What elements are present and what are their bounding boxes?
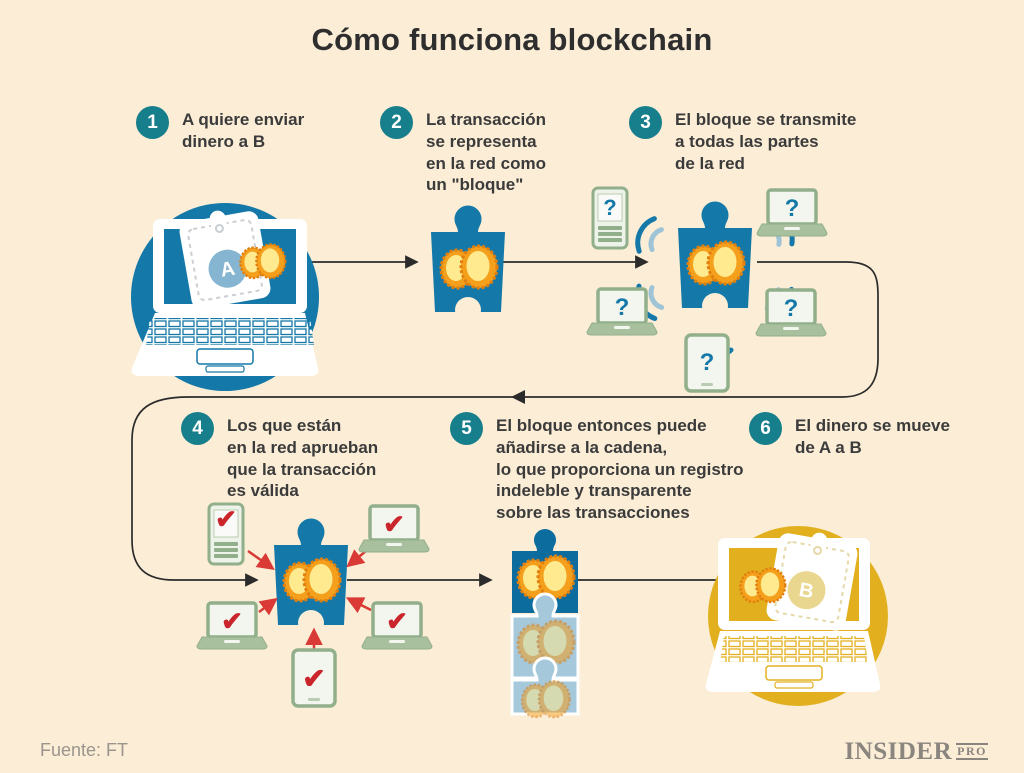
svg-text:✔: ✔ (215, 504, 237, 534)
source-note: Fuente: FT (40, 740, 129, 760)
svg-text:?: ? (785, 195, 800, 222)
sender-laptop-illustration: A (131, 203, 319, 391)
laptop-icon: ? (585, 287, 659, 337)
coins-icon (439, 244, 499, 290)
wallet-b-icon: B (766, 532, 858, 631)
svg-text:✔: ✔ (386, 606, 408, 636)
step-4: 4 Los que están en la red aprueban que l… (181, 412, 378, 502)
svg-text:✔: ✔ (302, 663, 325, 694)
step-5: 5 El bloque entonces puede añadirse a la… (450, 412, 743, 524)
tablet-icon: ? (684, 333, 730, 393)
brand-logo: INSIDER PRO (844, 739, 988, 764)
tablet-icon: ✔ (291, 648, 337, 708)
step-1-badge: 1 (136, 106, 169, 139)
laptop-icon: ? (754, 288, 828, 338)
flow-arrowhead-left (511, 390, 525, 404)
svg-text:?: ? (603, 195, 616, 220)
step-1-label: A quiere enviar dinero a B (182, 110, 305, 151)
brand-name: INSIDER (844, 738, 953, 765)
step-2-label: La transacción se representa en la red c… (426, 110, 546, 195)
svg-text:?: ? (700, 349, 715, 376)
step-3-label: El bloque se transmite a todas las parte… (675, 110, 857, 173)
step-6-badge: 6 (749, 412, 782, 445)
step-5-label: El bloque entonces puede añadirse a la c… (496, 416, 744, 522)
svg-text:✔: ✔ (221, 606, 243, 636)
coins-icon (739, 567, 787, 604)
block-icon (431, 205, 505, 323)
laptop-icon: ? (755, 188, 829, 238)
phone-icon: ? (591, 186, 629, 250)
brand-pro-tag: PRO (956, 742, 988, 761)
step-1: 1 A quiere enviar dinero a B (136, 106, 304, 153)
coins-icon (516, 554, 576, 600)
step-3: 3 El bloque se transmite a todas las par… (629, 106, 856, 174)
coins-icon (239, 243, 287, 280)
svg-text:✔: ✔ (383, 509, 405, 539)
step-6-label: El dinero se mueve de A a B (795, 416, 950, 457)
page-title: Cómo funciona blockchain (311, 22, 713, 57)
step-5-badge: 5 (450, 412, 483, 445)
wallet-b-letter: B (797, 579, 815, 603)
validation-illustration: ✔ ✔ ✔ ✔ ✔ (195, 502, 434, 708)
flow-arrow-3-4 (131, 261, 879, 587)
svg-text:?: ? (615, 294, 630, 321)
receiver-laptop-illustration: B (705, 526, 888, 706)
step-2: 2 La transacción se representa en la red… (380, 106, 546, 196)
laptop-icon: ✔ (360, 601, 434, 651)
wifi-icon (633, 216, 665, 256)
coins-icon (686, 240, 746, 286)
blockchain-chain-illustration (510, 529, 580, 719)
step-6: 6 El dinero se mueve de A a B (749, 412, 950, 459)
laptop-icon: ✔ (357, 504, 431, 554)
coins-icon (282, 557, 342, 603)
svg-text:?: ? (784, 295, 799, 322)
phone-icon: ✔ (207, 502, 245, 566)
wallet-a-letter: A (219, 258, 237, 282)
step-3-badge: 3 (629, 106, 662, 139)
step-4-badge: 4 (181, 412, 214, 445)
step-2-badge: 2 (380, 106, 413, 139)
laptop-icon: ✔ (195, 601, 269, 651)
step-4-label: Los que están en la red aprueban que la … (227, 416, 379, 501)
broadcast-illustration: ? ? ? ? ? (585, 186, 829, 393)
